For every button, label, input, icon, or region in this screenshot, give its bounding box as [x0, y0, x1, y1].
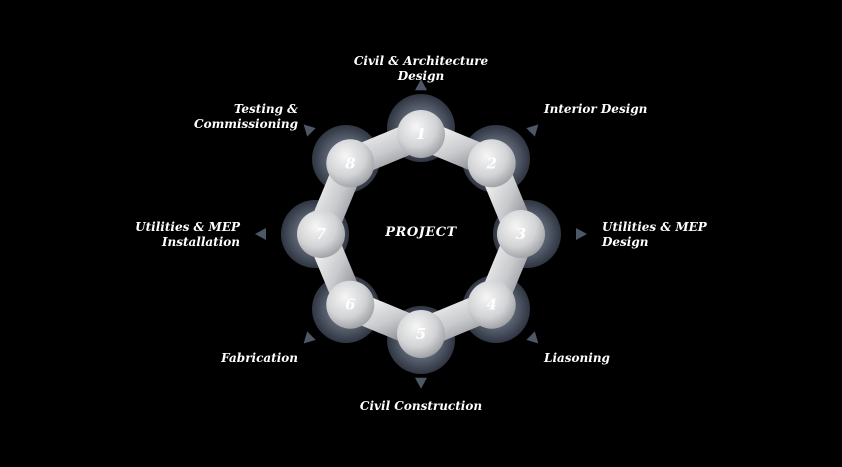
stage-label-2: Interior Design — [544, 102, 684, 117]
stage-number: 8 — [345, 154, 356, 172]
stage-label-line: Design — [397, 69, 445, 83]
stage-label-line: Liasoning — [544, 351, 610, 365]
stage-node-6: 6 — [326, 280, 375, 329]
stage-node-circle — [297, 210, 345, 258]
stage-node-circle — [326, 139, 375, 188]
arrow-marker-1 — [415, 79, 427, 91]
stage-node-circle — [467, 280, 516, 329]
stage-label-line: Installation — [161, 235, 240, 249]
stage-node-3: 3 — [497, 210, 545, 258]
stage-node-8: 8 — [326, 139, 375, 188]
stage-label-line: Commissioning — [194, 117, 298, 131]
stage-node-circle — [497, 210, 545, 258]
stage-label-line: Design — [602, 235, 649, 249]
stage-number: 7 — [316, 225, 327, 243]
stage-number: 3 — [516, 225, 526, 243]
arrow-marker-6 — [303, 331, 316, 344]
stage-label-line: Civil Construction — [359, 399, 483, 413]
stage-number: 6 — [345, 296, 356, 314]
project-center-label: PROJECT — [385, 225, 457, 240]
stage-node-circle — [397, 310, 445, 358]
stage-node-circle — [467, 139, 516, 188]
arrow-markers — [255, 79, 587, 389]
stage-node-1: 1 — [397, 110, 445, 158]
stage-label-5: Civil Construction — [346, 399, 496, 414]
stage-node-circle — [397, 110, 445, 158]
node-layer: 1 2 3 4 5 6 7 8 — [297, 110, 545, 358]
stage-label-4: Liasoning — [544, 351, 664, 366]
stage-label-line: Testing & — [233, 102, 298, 116]
stage-node-2: 2 — [467, 139, 516, 188]
stage-number: 1 — [416, 125, 426, 143]
stage-node-5: 5 — [397, 310, 445, 358]
stage-number: 2 — [485, 154, 496, 172]
arrow-marker-3 — [576, 228, 587, 240]
stage-label-line: Interior Design — [544, 102, 648, 116]
stage-number: 5 — [416, 325, 426, 343]
arrow-marker-8 — [303, 124, 316, 137]
stage-label-line: Civil & Architecture — [353, 54, 489, 68]
stage-label-6: Fabrication — [158, 351, 298, 366]
arrow-marker-7 — [255, 228, 266, 240]
arrow-marker-4 — [526, 331, 539, 344]
stage-node-7: 7 — [297, 210, 345, 258]
arrow-marker-2 — [526, 124, 539, 137]
stage-label-line: Fabrication — [221, 351, 298, 365]
stage-label-8: Testing &Commissioning — [158, 102, 298, 132]
stage-node-4: 4 — [467, 280, 516, 329]
arrow-marker-5 — [415, 377, 427, 389]
stage-number: 4 — [486, 296, 496, 314]
stage-label-line: Utilities & MEP — [135, 220, 240, 234]
stage-label-line: Utilities & MEP — [602, 220, 707, 234]
stage-node-circle — [326, 280, 375, 329]
